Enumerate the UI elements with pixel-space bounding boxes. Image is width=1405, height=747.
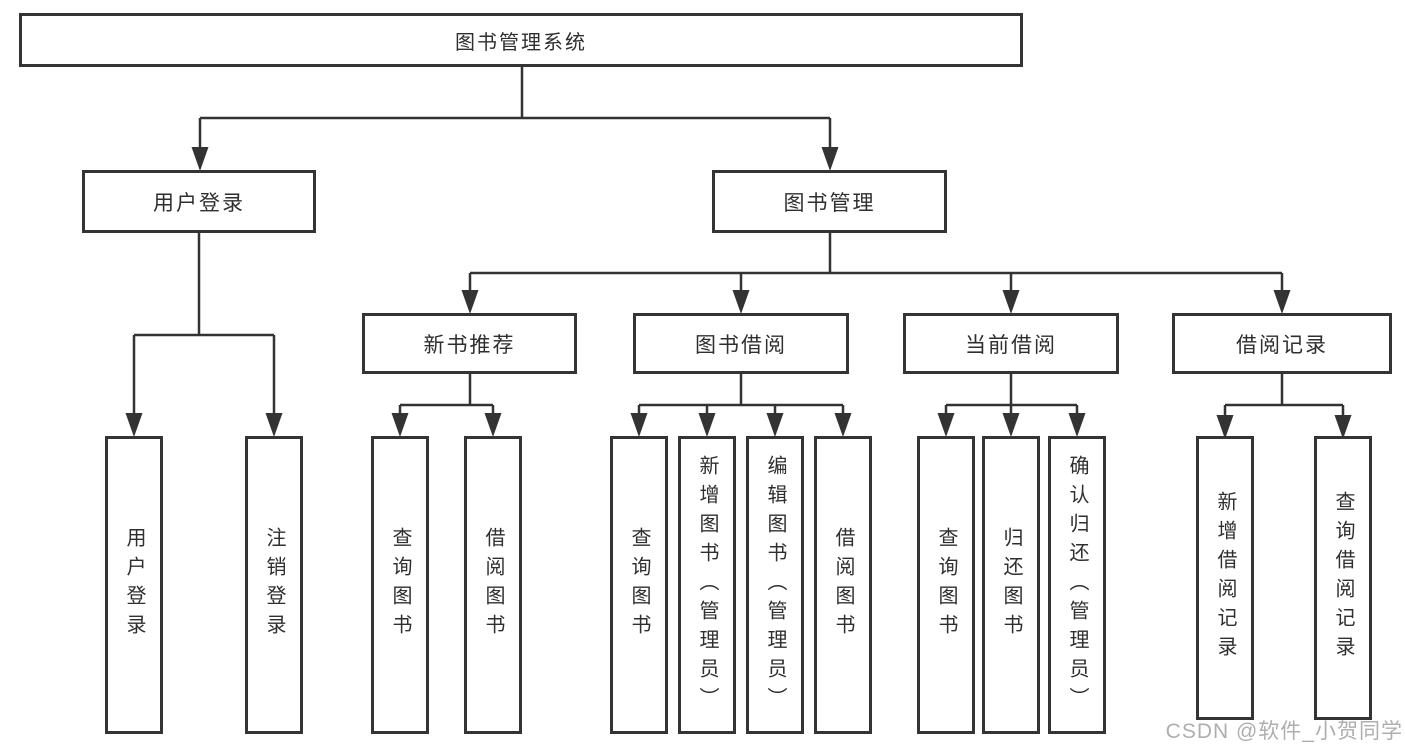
leaf-borrow-add-book: 新增图书（管理员） xyxy=(678,436,736,734)
arrow-head xyxy=(834,413,852,437)
leaf-recommend-borrow-book: 借阅图书 xyxy=(464,436,522,734)
arrow-head xyxy=(1002,290,1020,314)
node-book-borrow: 图书借阅 xyxy=(633,313,849,374)
arrow-head xyxy=(461,290,479,314)
leaf-logout: 注销登录 xyxy=(245,436,303,734)
node-new-book-recommend: 新书推荐 xyxy=(362,313,577,374)
node-label: 归还图书 xyxy=(1000,527,1022,643)
arrow-head xyxy=(1273,290,1291,314)
node-label: 图书管理 xyxy=(783,191,876,215)
arrow-head xyxy=(937,413,955,437)
node-label: 借阅图书 xyxy=(482,527,504,643)
node-library-management-system: 图书管理系统 xyxy=(19,13,1023,67)
node-label: 用户登录 xyxy=(123,527,145,643)
node-current-borrow: 当前借阅 xyxy=(903,313,1119,374)
node-label: 查询图书 xyxy=(389,527,411,643)
arrow-head xyxy=(265,413,283,437)
node-label: 新增图书（管理员） xyxy=(696,454,718,716)
leaf-current-confirm-return: 确认归还（管理员） xyxy=(1048,436,1106,734)
node-borrow-records: 借阅记录 xyxy=(1172,313,1392,374)
arrow-head xyxy=(698,413,716,437)
node-label: 确认归还（管理员） xyxy=(1066,454,1088,716)
tree-edges xyxy=(134,67,1343,407)
leaf-borrow-edit-book: 编辑图书（管理员） xyxy=(746,436,804,734)
node-label: 借阅记录 xyxy=(1236,333,1328,357)
csdn-watermark: CSDN @软件_小贺同学 xyxy=(1165,720,1403,743)
node-label: 查询图书 xyxy=(628,527,650,643)
arrow-head xyxy=(1216,415,1234,439)
arrow-head xyxy=(630,413,648,437)
leaf-current-return-book: 归还图书 xyxy=(982,436,1040,734)
arrow-head xyxy=(1068,413,1086,437)
node-label: 编辑图书（管理员） xyxy=(764,454,786,716)
leaf-current-query-book: 查询图书 xyxy=(917,436,975,734)
node-book-management: 图书管理 xyxy=(712,170,947,233)
leaf-records-query-record: 查询借阅记录 xyxy=(1314,436,1372,720)
leaf-borrow-query-book: 查询图书 xyxy=(610,436,668,734)
arrow-head xyxy=(766,413,784,437)
arrow-head xyxy=(1002,413,1020,437)
node-label: 查询借阅记录 xyxy=(1332,491,1354,665)
node-label: 当前借阅 xyxy=(965,333,1057,357)
node-label: 图书管理系统 xyxy=(455,31,587,54)
node-label: 注销登录 xyxy=(263,527,285,643)
arrow-head xyxy=(1334,415,1352,439)
arrow-head xyxy=(391,413,409,437)
arrowheads xyxy=(125,118,1352,439)
node-label: 查询图书 xyxy=(935,527,957,643)
node-label: 借阅图书 xyxy=(832,527,854,643)
leaf-records-add-record: 新增借阅记录 xyxy=(1196,436,1254,720)
leaf-borrow-borrow-book: 借阅图书 xyxy=(814,436,872,734)
node-user-login: 用户登录 xyxy=(82,170,316,233)
node-label: 图书借阅 xyxy=(695,333,787,357)
node-label: 用户登录 xyxy=(153,191,245,215)
arrow-head xyxy=(821,147,839,171)
arrow-head xyxy=(732,290,750,314)
arrow-head xyxy=(125,413,143,437)
arrow-head xyxy=(191,147,209,171)
node-label: 新书推荐 xyxy=(423,333,516,357)
leaf-recommend-query-book: 查询图书 xyxy=(371,436,429,734)
node-label: 新增借阅记录 xyxy=(1214,491,1236,665)
arrow-head xyxy=(484,413,502,437)
leaf-user-login: 用户登录 xyxy=(105,436,163,734)
